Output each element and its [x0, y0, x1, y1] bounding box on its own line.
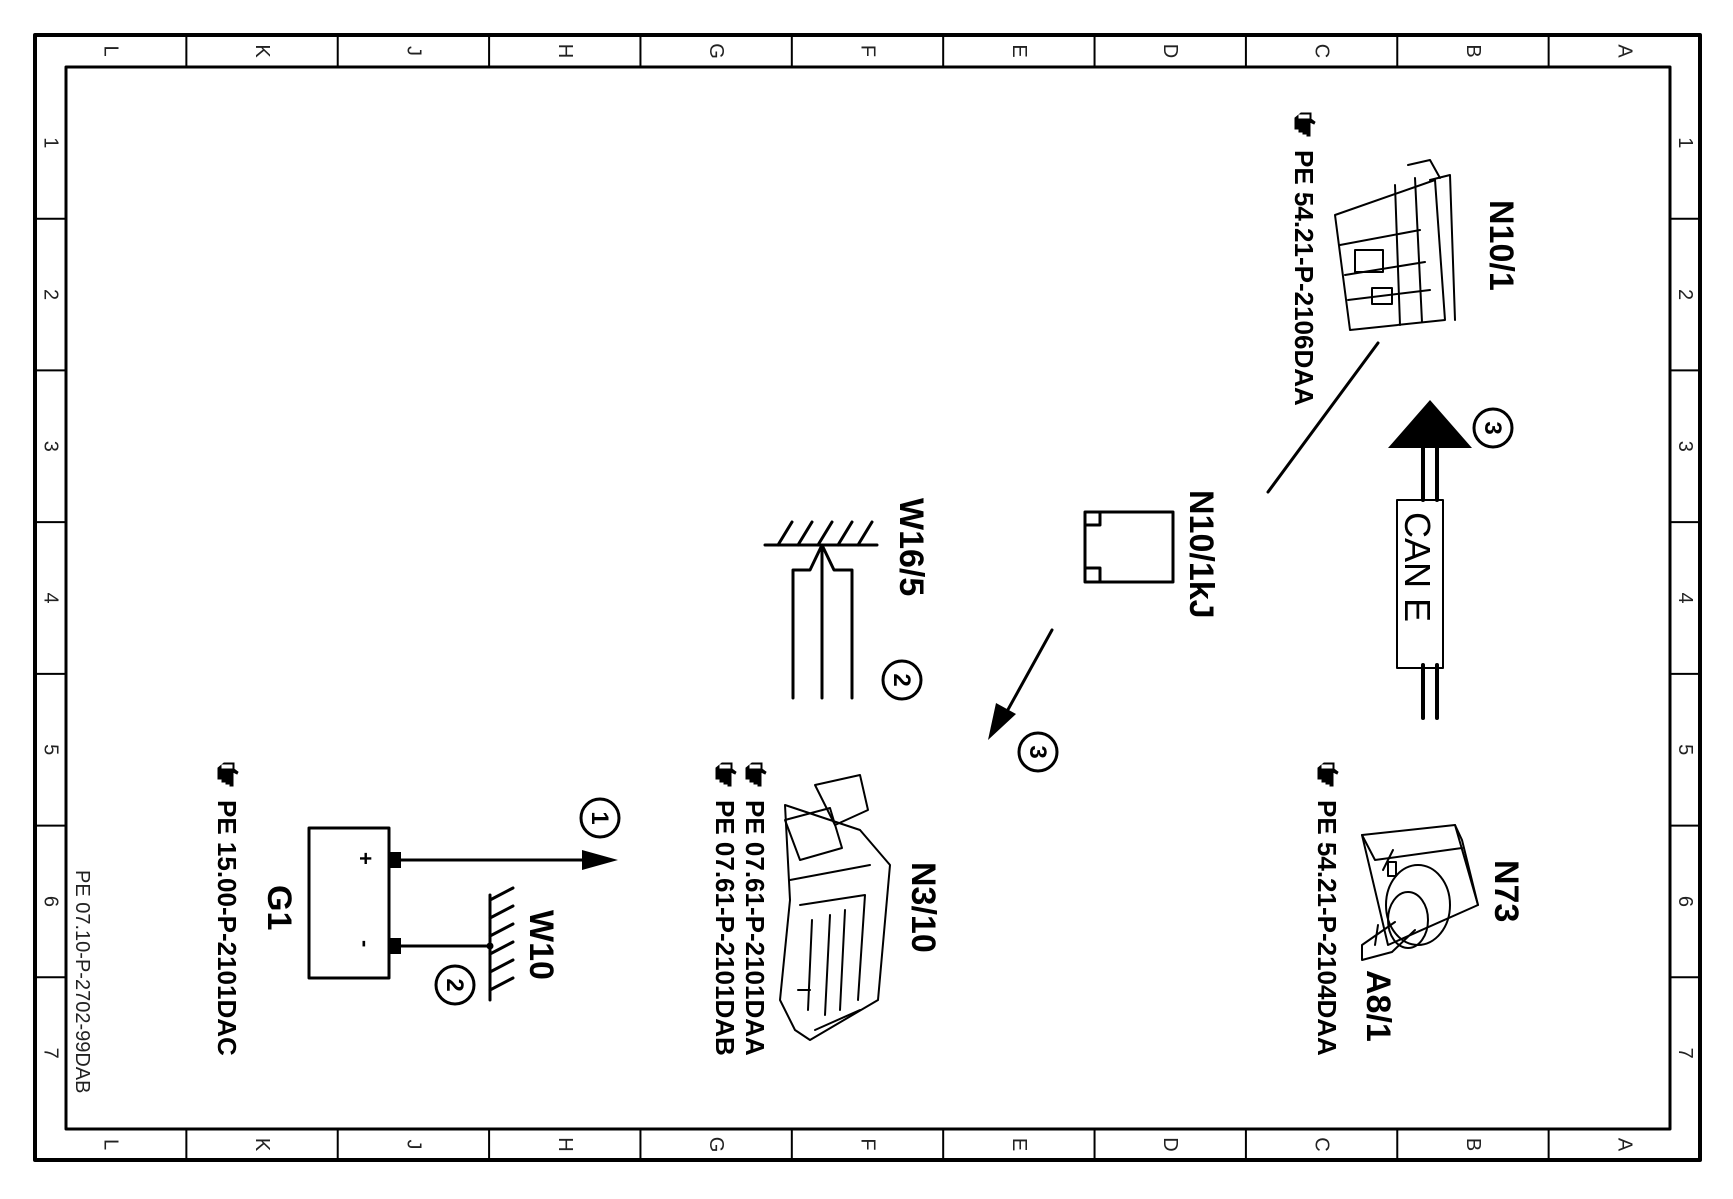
grid-row-7-left: 7: [40, 1048, 62, 1059]
svg-text:PE 15.00-P-2101DAC: PE 15.00-P-2101DAC: [212, 800, 242, 1056]
grid-row-1-right: 1: [1674, 137, 1696, 148]
callout-2-w10: 2: [434, 964, 476, 1006]
pointing-hand-icon: [715, 762, 737, 787]
grid-column-F-bottom: F: [857, 1138, 879, 1150]
grid-column-K-top: K: [251, 44, 273, 58]
battery-minus-sign: -: [353, 940, 378, 947]
n73-label: N73: [1487, 860, 1525, 922]
grid-row-4-left: 4: [40, 592, 62, 603]
grid-column-D-top: D: [1159, 44, 1181, 58]
svg-text:2: 2: [888, 673, 915, 686]
grid-column-C-bottom: C: [1311, 1137, 1333, 1151]
svg-text:PE 54.21-P-2106DAA: PE 54.21-P-2106DAA: [1289, 150, 1319, 406]
grid-row-3-left: 3: [40, 441, 62, 452]
svg-text:3: 3: [1479, 421, 1506, 434]
n3-10-engine-control-unit: N3/10 PE 07.61-P-2101DAA PE 07.61-P-2101…: [710, 762, 942, 1056]
document-code: PE 07.10-P-2702-99DAB: [71, 870, 93, 1093]
can-signal-arrow: [988, 628, 1054, 740]
pointing-hand-icon: [1317, 762, 1339, 787]
a8-1-label: A8/1: [1359, 970, 1397, 1042]
pointing-hand-icon: [1294, 112, 1316, 137]
grid-column-F-top: F: [857, 45, 879, 57]
w10-label: W10: [522, 910, 560, 980]
callout-2-w16: 2: [881, 659, 923, 701]
grid-column-H-bottom: H: [554, 1137, 576, 1151]
grid-row-1-left: 1: [40, 137, 62, 148]
grid-row-7-right: 7: [1674, 1048, 1696, 1059]
grid-row-numbers: 1 1 2 2 3 3 4 4 5 5 6 6 7 7: [40, 137, 1697, 1058]
svg-text:2: 2: [441, 978, 468, 991]
battery-positive-arrow: [399, 850, 618, 870]
n10-1-link-line: [1266, 341, 1380, 494]
grid-column-L-top: L: [100, 45, 122, 56]
grid-row-6-right: 6: [1674, 896, 1696, 907]
n73-ignition-switch: N73 A8/1 PE 54.21-P-2104DAA: [1312, 762, 1525, 1056]
n10-1-reference: PE 54.21-P-2106DAA: [1289, 112, 1319, 406]
g1-battery: + - G1 PE 15.00-P-2101DAC: [212, 762, 401, 1056]
grid-row-6-left: 6: [40, 896, 62, 907]
grid-column-G-bottom: G: [705, 1137, 727, 1153]
callout-1: 1: [579, 797, 621, 839]
svg-text:PE 54.21-P-2104DAA: PE 54.21-P-2104DAA: [1312, 800, 1342, 1056]
svg-text:3: 3: [1024, 745, 1051, 758]
pointing-hand-icon: [745, 762, 767, 787]
n10-1kj-relay: N10/1kJ: [1083, 490, 1220, 619]
g1-label: G1: [260, 885, 298, 930]
callout-3-arrow: 3: [1017, 731, 1059, 773]
grid-column-B-bottom: B: [1462, 1138, 1484, 1151]
grid-column-G-top: G: [705, 43, 727, 59]
callout-3-can: 3: [1472, 407, 1514, 449]
grid-column-letters: L L K K J J H H G G F F E E D D C C B B A A: [100, 43, 1636, 1152]
n10-1kj-label: N10/1kJ: [1182, 490, 1220, 619]
g1-reference: PE 15.00-P-2101DAC: [212, 762, 242, 1056]
n10-1-label: N10/1: [1482, 200, 1520, 291]
n73-reference: PE 54.21-P-2104DAA: [1312, 762, 1342, 1056]
grid-column-B-top: B: [1462, 44, 1484, 57]
drawing-frame: [33, 33, 1702, 1162]
grid-row-5-left: 5: [40, 744, 62, 755]
pointing-hand-icon: [217, 762, 239, 787]
svg-text:PE 07.61-P-2101DAA: PE 07.61-P-2101DAA: [740, 800, 770, 1056]
n3-10-reference-1: PE 07.61-P-2101DAA: [740, 762, 770, 1056]
grid-column-A-bottom: A: [1613, 1138, 1635, 1152]
grid-column-K-bottom: K: [251, 1138, 273, 1152]
grid-column-J-bottom: J: [402, 1140, 424, 1150]
n3-10-reference-2: PE 07.61-P-2101DAB: [710, 762, 740, 1056]
w16-5-ground-point: W16/5: [763, 498, 930, 700]
n3-10-label: N3/10: [904, 862, 942, 953]
grid-column-D-bottom: D: [1159, 1137, 1181, 1151]
grid-column-L-bottom: L: [100, 1139, 122, 1150]
grid-row-4-right: 4: [1674, 592, 1696, 603]
n10-1-fuse-relay-module: N10/1 PE 54.21-P-2106DAA: [1289, 112, 1520, 406]
grid-column-C-top: C: [1311, 44, 1333, 58]
grid-row-3-right: 3: [1674, 441, 1696, 452]
can-e-bus: CAN E: [1388, 400, 1472, 720]
grid-column-J-top: J: [402, 46, 424, 56]
grid-column-E-top: E: [1008, 44, 1030, 57]
grid-column-A-top: A: [1613, 44, 1635, 58]
w16-5-label: W16/5: [892, 498, 930, 596]
can-e-label: CAN E: [1397, 512, 1438, 622]
grid-column-H-top: H: [554, 44, 576, 58]
w10-ground-point: W10: [399, 886, 560, 1002]
grid-row-2-left: 2: [40, 289, 62, 300]
svg-text:1: 1: [586, 811, 613, 824]
grid-column-E-bottom: E: [1008, 1138, 1030, 1151]
battery-plus-sign: +: [353, 852, 378, 865]
grid-row-5-right: 5: [1674, 744, 1696, 755]
svg-text:PE 07.61-P-2101DAB: PE 07.61-P-2101DAB: [710, 800, 740, 1056]
grid-row-2-right: 2: [1674, 289, 1696, 300]
